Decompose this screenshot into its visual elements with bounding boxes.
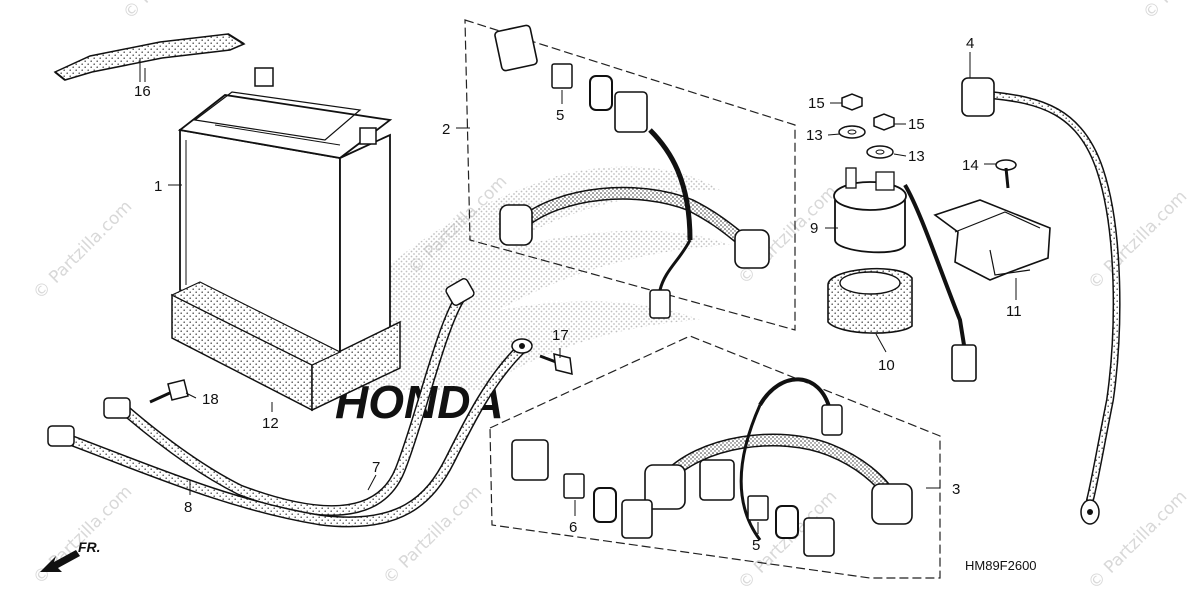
battery-negative-cable[interactable]	[47, 338, 533, 528]
site-watermark-4: © Partzilla.com	[1084, 187, 1191, 294]
front-arrow-icon	[40, 550, 80, 572]
callout-5-lower: 5	[752, 537, 760, 554]
starter-motor-cable[interactable]	[961, 77, 1121, 525]
fuse-holder-lower-b[interactable]	[699, 459, 835, 557]
callout-4: 4	[966, 35, 974, 52]
callout-1: 1	[154, 178, 162, 195]
callout-8: 8	[184, 499, 192, 516]
lower-harness-group-box	[489, 335, 941, 579]
relay-rubber-cover[interactable]	[827, 267, 913, 334]
relay-bracket[interactable]	[933, 199, 1051, 281]
site-watermark-5: © Partzilla.com	[29, 482, 136, 589]
fuse-holder-upper[interactable]	[494, 24, 648, 133]
callout-15-right: 15	[908, 116, 925, 133]
site-watermark-10: © Partzilla.com	[1139, 0, 1200, 24]
sub-harness-lower[interactable]	[644, 377, 913, 541]
callout-2: 2	[442, 121, 450, 138]
washer-b[interactable]	[866, 145, 894, 159]
callout-6: 6	[569, 519, 577, 536]
callout-18: 18	[202, 391, 219, 408]
callout-9: 9	[810, 220, 818, 237]
tapping-screw[interactable]	[995, 159, 1017, 189]
site-watermark-1: © Partzilla.com	[29, 197, 136, 304]
battery-pad[interactable]	[170, 281, 401, 412]
callout-17: 17	[552, 327, 569, 344]
battery-band[interactable]	[53, 33, 246, 82]
callout-16: 16	[134, 83, 151, 100]
flange-bolt-17[interactable]	[539, 353, 573, 375]
site-watermark-9: © Partzilla.com	[119, 0, 226, 24]
fuse-holder-lower[interactable]	[511, 439, 653, 539]
callout-13-right: 13	[908, 148, 925, 165]
callout-7: 7	[372, 459, 380, 476]
battery-positive-cable[interactable]	[103, 277, 475, 516]
nut-b[interactable]	[873, 113, 895, 131]
callout-5-upper: 5	[556, 107, 564, 124]
callout-14: 14	[962, 157, 979, 174]
callout-13-left: 13	[806, 127, 823, 144]
site-watermark-8: © Partzilla.com	[1084, 487, 1191, 594]
washer-a[interactable]	[838, 125, 866, 139]
nut-a[interactable]	[841, 93, 863, 111]
callout-3: 3	[952, 481, 960, 498]
callout-labels: 1 2 3 4 5 6 5 7 8 9 10 11 12 13 13 14 15…	[134, 35, 1022, 554]
starter-relay[interactable]	[833, 167, 977, 382]
diagram-code: HM89F2600	[965, 558, 1037, 573]
upper-harness-group-box	[464, 19, 796, 331]
callout-12: 12	[262, 415, 279, 432]
flange-bolt-18[interactable]	[149, 379, 189, 404]
callout-15-left: 15	[808, 95, 825, 112]
callout-10: 10	[878, 357, 895, 374]
site-watermark-6: © Partzilla.com	[379, 482, 486, 589]
sub-harness-upper[interactable]	[499, 128, 770, 319]
front-direction-indicator: FR.	[40, 539, 101, 572]
front-direction-label: FR.	[78, 539, 101, 555]
leader-lines	[144, 52, 1017, 534]
callout-11: 11	[1006, 303, 1022, 320]
